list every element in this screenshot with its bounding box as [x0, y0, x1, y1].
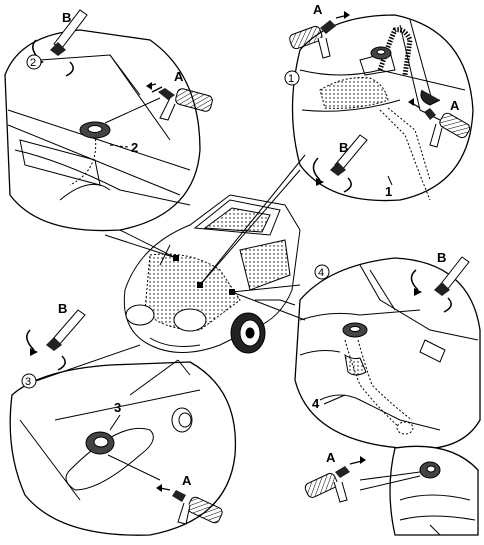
- grommet-1: [370, 46, 392, 60]
- callout-1: 1: [288, 73, 294, 85]
- tool-label-b: B: [58, 301, 67, 316]
- panel-number-1: 1: [385, 184, 392, 199]
- detail-panel-4: 4 B 4: [294, 250, 481, 450]
- panel-number-4: 4: [312, 396, 320, 411]
- tool-label-b: B: [62, 10, 71, 25]
- tool-label-a: A: [174, 69, 184, 84]
- tool-b-panel-4: B: [410, 250, 470, 313]
- tool-label-a: A: [313, 2, 323, 17]
- tool-label-b: B: [437, 250, 446, 265]
- callout-2: 2: [30, 57, 36, 69]
- tool-a-panel-4: A: [304, 450, 366, 503]
- tool-a-panel-3: A: [156, 473, 223, 525]
- tool-a-panel-2: A: [146, 69, 213, 121]
- grommet-2: [79, 121, 111, 139]
- tool-label-a: A: [450, 98, 460, 113]
- tool-label-a: A: [182, 473, 192, 488]
- tool-label-a: A: [326, 450, 336, 465]
- leader-lines: [104, 154, 306, 396]
- vehicle-illustration: [123, 194, 301, 354]
- detail-panel-2: 2 A B 2: [4, 9, 213, 232]
- attachment-points: [173, 255, 235, 295]
- panel-number-3: 3: [114, 400, 121, 415]
- tool-b-panel-3: B: [26, 301, 86, 371]
- tool-a-panel-1-top: A: [289, 2, 350, 59]
- panel-number-2: 2: [131, 140, 138, 155]
- grommet-4: [342, 322, 368, 338]
- callout-4: 4: [318, 267, 324, 279]
- stud-3: [171, 407, 193, 433]
- detail-panel-3: 3 A B 3: [9, 301, 237, 536]
- callout-3: 3: [25, 376, 31, 388]
- tool-label-b: B: [339, 140, 348, 155]
- grommet-3: [85, 431, 115, 455]
- detail-panel-1: 1 A A B 1: [284, 2, 474, 202]
- tool-b-panel-1: B: [312, 134, 368, 193]
- detail-panel-4-sub: A: [304, 445, 479, 536]
- tool-a-panel-1-right: A: [408, 98, 471, 148]
